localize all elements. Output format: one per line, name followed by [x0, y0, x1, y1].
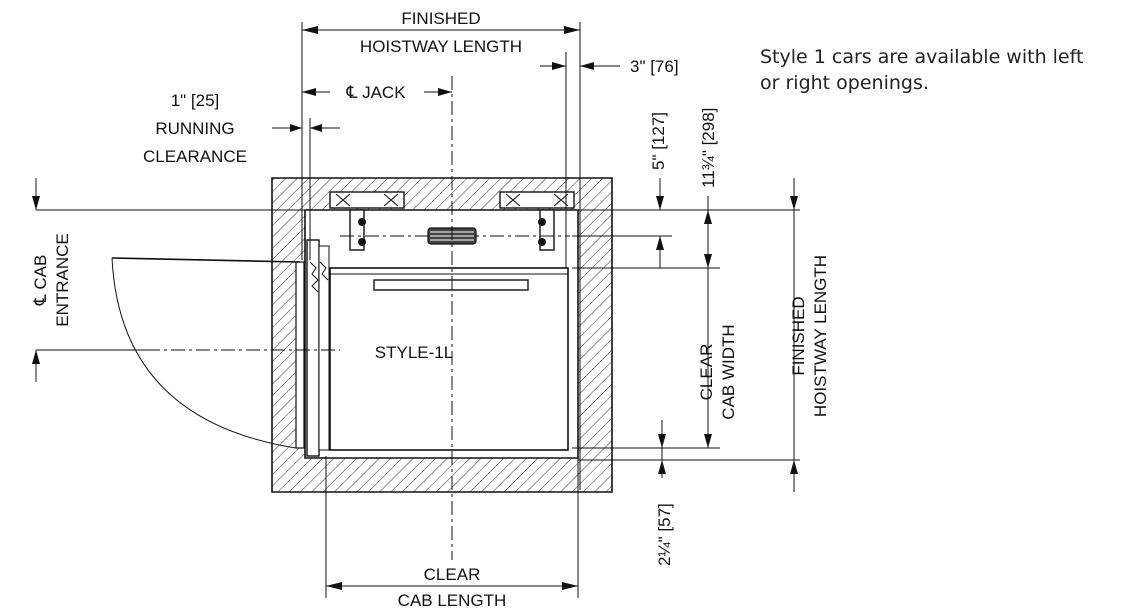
- extension-lines: [36, 22, 800, 598]
- label-cab-entrance-1: ℄ CAB: [31, 255, 50, 307]
- label-running: RUNNING: [155, 119, 234, 138]
- label-five-inch: 5" [127]: [649, 112, 668, 170]
- label-jack: ℄ JACK: [345, 83, 406, 102]
- cab-outline: [329, 267, 569, 451]
- cab-gate: [306, 239, 330, 457]
- dim-three-inch: [540, 62, 620, 70]
- dim-running-clearance: [272, 124, 340, 132]
- label-finished-right-2: HOISTWAY LENGTH: [811, 255, 830, 417]
- label-clear-cab-width-2: CAB WIDTH: [719, 324, 738, 419]
- dim-five-inch: [572, 178, 672, 268]
- label-two-quarter: 2¼" [57]: [655, 503, 674, 566]
- style-note: Style 1 cars are available with left or …: [760, 44, 1120, 96]
- label-finished-right-1: FINISHED: [789, 296, 808, 375]
- label-style: STYLE-1L: [375, 343, 453, 362]
- label-clear-cab-width-1: CLEAR: [697, 344, 716, 401]
- dim-eleven-three-quarter: [704, 196, 712, 282]
- dim-cab-entrance: [32, 178, 40, 382]
- dim-clear-cab-width: [658, 282, 712, 478]
- label-cab-entrance-2: ENTRANCE: [53, 233, 72, 327]
- rail-brackets: [329, 191, 575, 209]
- label-clear-cab-length-1: CLEAR: [424, 565, 481, 584]
- swing-door: [111, 257, 305, 449]
- label-clear-cab-length-2: CAB LENGTH: [398, 591, 507, 610]
- dim-jack: [302, 88, 452, 96]
- centerlines: [146, 76, 453, 560]
- dim-finished-hoistway-top: [302, 26, 580, 34]
- label-eleven-three-quarter: 11¾" [298]: [699, 108, 718, 188]
- style-note-line-1: Style 1 cars are available with left: [760, 46, 1084, 68]
- style-note-line-2: or right openings.: [760, 72, 929, 94]
- label-one-inch: 1" [25]: [171, 91, 220, 110]
- dim-clear-cab-length: [326, 582, 578, 590]
- label-finished-top-1: FINISHED: [401, 9, 480, 28]
- label-clearance: CLEARANCE: [143, 147, 247, 166]
- label-three-inch: 3" [76]: [630, 57, 679, 76]
- dim-finished-hoistway-right: [790, 178, 798, 492]
- label-finished-top-2: HOISTWAY LENGTH: [360, 37, 522, 56]
